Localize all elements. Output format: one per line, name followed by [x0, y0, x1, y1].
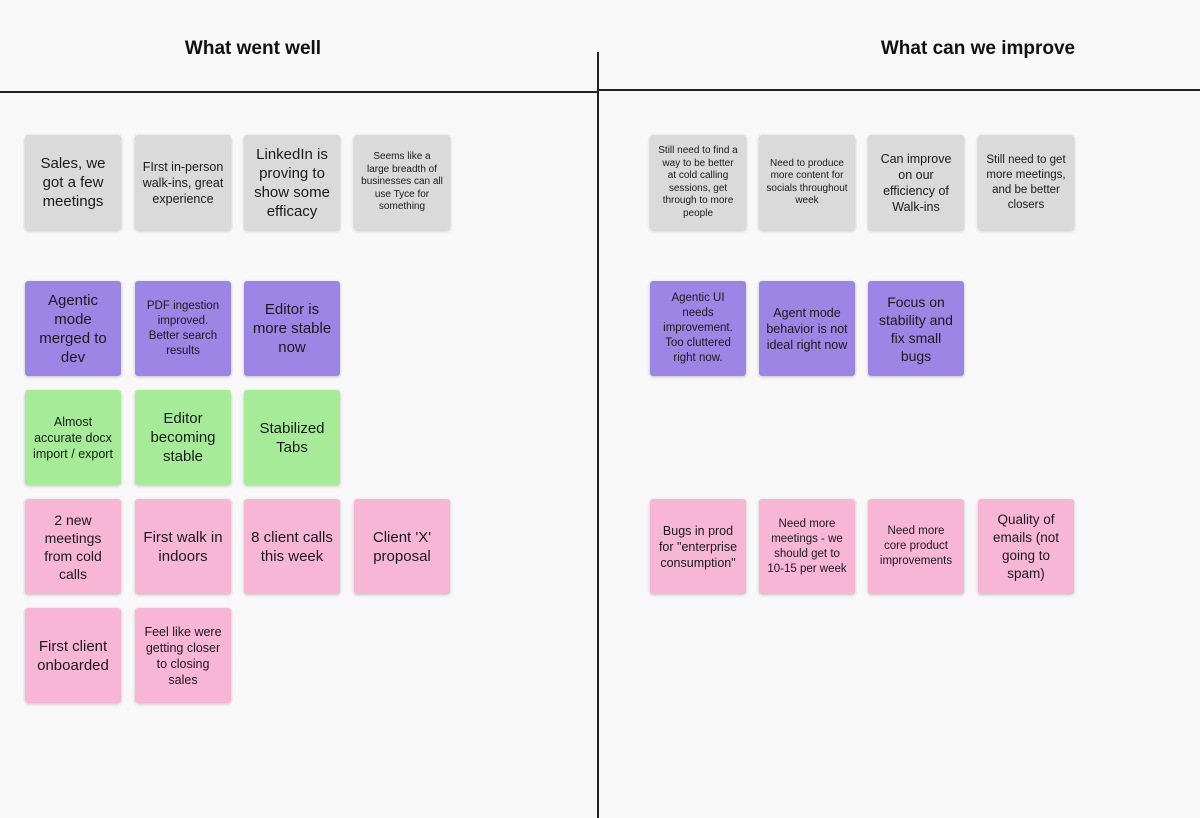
sticky-note-text: Seems like a large breadth of businesses… [361, 151, 443, 213]
sticky-note-text: Still need to get more meetings, and be … [986, 153, 1066, 211]
sticky-note[interactable]: Agent mode behavior is not ideal right n… [759, 281, 855, 376]
sticky-note[interactable]: First walk in indoors [135, 499, 231, 594]
sticky-note[interactable]: Still need to get more meetings, and be … [978, 135, 1074, 230]
sticky-note[interactable]: PDF ingestion improved. Better search re… [135, 281, 231, 376]
sticky-note-text: Still need to find a way to be better at… [658, 145, 738, 219]
header-divider-right [598, 89, 1200, 91]
sticky-note[interactable]: Sales, we got a few meetings [25, 135, 121, 230]
column-heading-went-well: What went well [184, 38, 322, 59]
sticky-note-text: Agentic mode merged to dev [39, 291, 107, 366]
sticky-note[interactable]: Agentic UI needs improvement. Too clutte… [650, 281, 746, 376]
sticky-note-text: Agentic UI needs improvement. Too clutte… [663, 292, 733, 364]
sticky-note-text: Bugs in prod for "enterprise consumption… [658, 523, 738, 570]
sticky-note-text: First client onboarded [37, 637, 109, 674]
sticky-note[interactable]: LinkedIn is proving to show some efficac… [244, 135, 340, 230]
sticky-note-text: FIrst in-person walk-ins, great experien… [142, 159, 224, 206]
sticky-note[interactable]: Need more core product improvements [868, 499, 964, 594]
sticky-note-text: PDF ingestion improved. Better search re… [146, 299, 220, 357]
sticky-note[interactable]: Seems like a large breadth of businesses… [354, 135, 450, 230]
sticky-note[interactable]: Need to produce more content for socials… [759, 135, 855, 230]
sticky-note-text: Almost accurate docx import / export [33, 414, 113, 461]
sticky-note[interactable]: 8 client calls this week [244, 499, 340, 594]
sticky-note[interactable]: Client 'X' proposal [354, 499, 450, 594]
sticky-note[interactable]: Almost accurate docx import / export [25, 390, 121, 485]
sticky-note-text: LinkedIn is proving to show some efficac… [254, 145, 330, 220]
sticky-note-text: Need more core product improvements [879, 525, 953, 567]
sticky-note-text: Can improve on our efficiency of Walk-in… [880, 151, 952, 214]
sticky-note[interactable]: Need more meetings - we should get to 10… [759, 499, 855, 594]
sticky-note-text: Stabilized Tabs [259, 419, 325, 456]
sticky-note[interactable]: Editor becoming stable [135, 390, 231, 485]
sticky-note[interactable]: Bugs in prod for "enterprise consumption… [650, 499, 746, 594]
sticky-note[interactable]: Editor is more stable now [244, 281, 340, 376]
sticky-note-text: Client 'X' proposal [372, 528, 432, 565]
sticky-note-text: Editor is more stable now [252, 301, 332, 356]
sticky-note[interactable]: Quality of emails (not going to spam) [978, 499, 1074, 594]
sticky-note-text: Agent mode behavior is not ideal right n… [766, 305, 848, 352]
sticky-note[interactable]: Stabilized Tabs [244, 390, 340, 485]
sticky-note-text: Focus on stability and fix small bugs [879, 293, 953, 364]
column-heading-improve: What can we improve [880, 38, 1076, 59]
sticky-note[interactable]: Focus on stability and fix small bugs [868, 281, 964, 376]
sticky-note[interactable]: Feel like were getting closer to closing… [135, 608, 231, 703]
sticky-note-text: Need to produce more content for socials… [766, 157, 848, 207]
sticky-note[interactable]: 2 new meetings from cold calls [25, 499, 121, 594]
sticky-note-text: 2 new meetings from cold calls [44, 511, 102, 582]
sticky-note-text: Quality of emails (not going to spam) [992, 511, 1060, 581]
header-divider-left [0, 91, 597, 93]
sticky-note-text: Sales, we got a few meetings [40, 155, 106, 210]
column-divider [597, 52, 599, 818]
sticky-note-text: First walk in indoors [143, 528, 223, 565]
sticky-note-text: Editor becoming stable [150, 410, 216, 465]
sticky-note[interactable]: Still need to find a way to be better at… [650, 135, 746, 230]
sticky-note-text: 8 client calls this week [251, 528, 333, 565]
sticky-note-text: Feel like were getting closer to closing… [144, 624, 222, 687]
sticky-note[interactable]: Can improve on our efficiency of Walk-in… [868, 135, 964, 230]
sticky-note[interactable]: First client onboarded [25, 608, 121, 703]
sticky-note-text: Need more meetings - we should get to 10… [767, 517, 847, 575]
sticky-note[interactable]: FIrst in-person walk-ins, great experien… [135, 135, 231, 230]
sticky-note[interactable]: Agentic mode merged to dev [25, 281, 121, 376]
